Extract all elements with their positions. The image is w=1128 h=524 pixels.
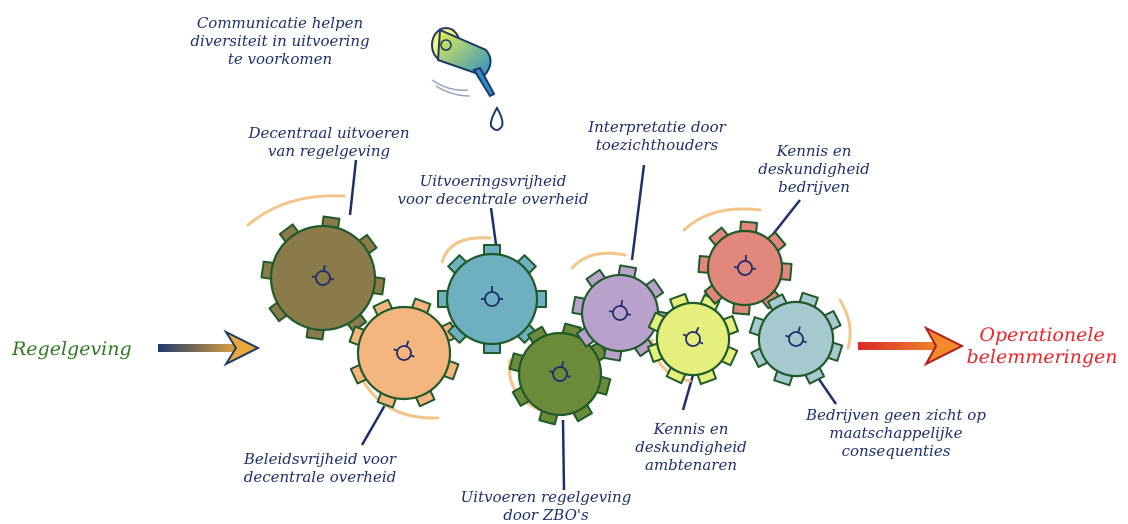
label-decentraal-uitvoeren: Decentraal uitvoeren van regelgeving bbox=[226, 124, 432, 160]
input-label: Regelgeving bbox=[12, 338, 132, 360]
label-communicatie: Communicatie helpen diversiteit in uitvo… bbox=[164, 14, 396, 68]
label-kennis-bedrijven: Kennis en deskundigheid bedrijven bbox=[752, 142, 876, 196]
gear-set bbox=[254, 209, 854, 435]
arrow-right-icon bbox=[158, 332, 258, 364]
label-uitvoeren-zbo: Uitvoeren regelgeving door ZBO's bbox=[434, 488, 658, 524]
arrow-right-icon bbox=[858, 328, 962, 364]
label-bedrijven-zicht: Bedrijven geen zicht op maatschappelijke… bbox=[782, 406, 1010, 460]
label-beleidsvrijheid: Beleidsvrijheid voor decentrale overheid bbox=[224, 450, 416, 486]
label-uitvoeringsvrijheid: Uitvoeringsvrijheid voor decentrale over… bbox=[368, 172, 618, 208]
output-label: Operationele belemmeringen bbox=[960, 324, 1124, 368]
label-kennis-ambtenaren: Kennis en deskundigheid ambtenaren bbox=[620, 420, 762, 474]
oil-drop-icon bbox=[491, 108, 503, 130]
oil-can-icon bbox=[432, 28, 494, 96]
label-interpretatie: Interpretatie door toezichthouders bbox=[568, 118, 746, 154]
